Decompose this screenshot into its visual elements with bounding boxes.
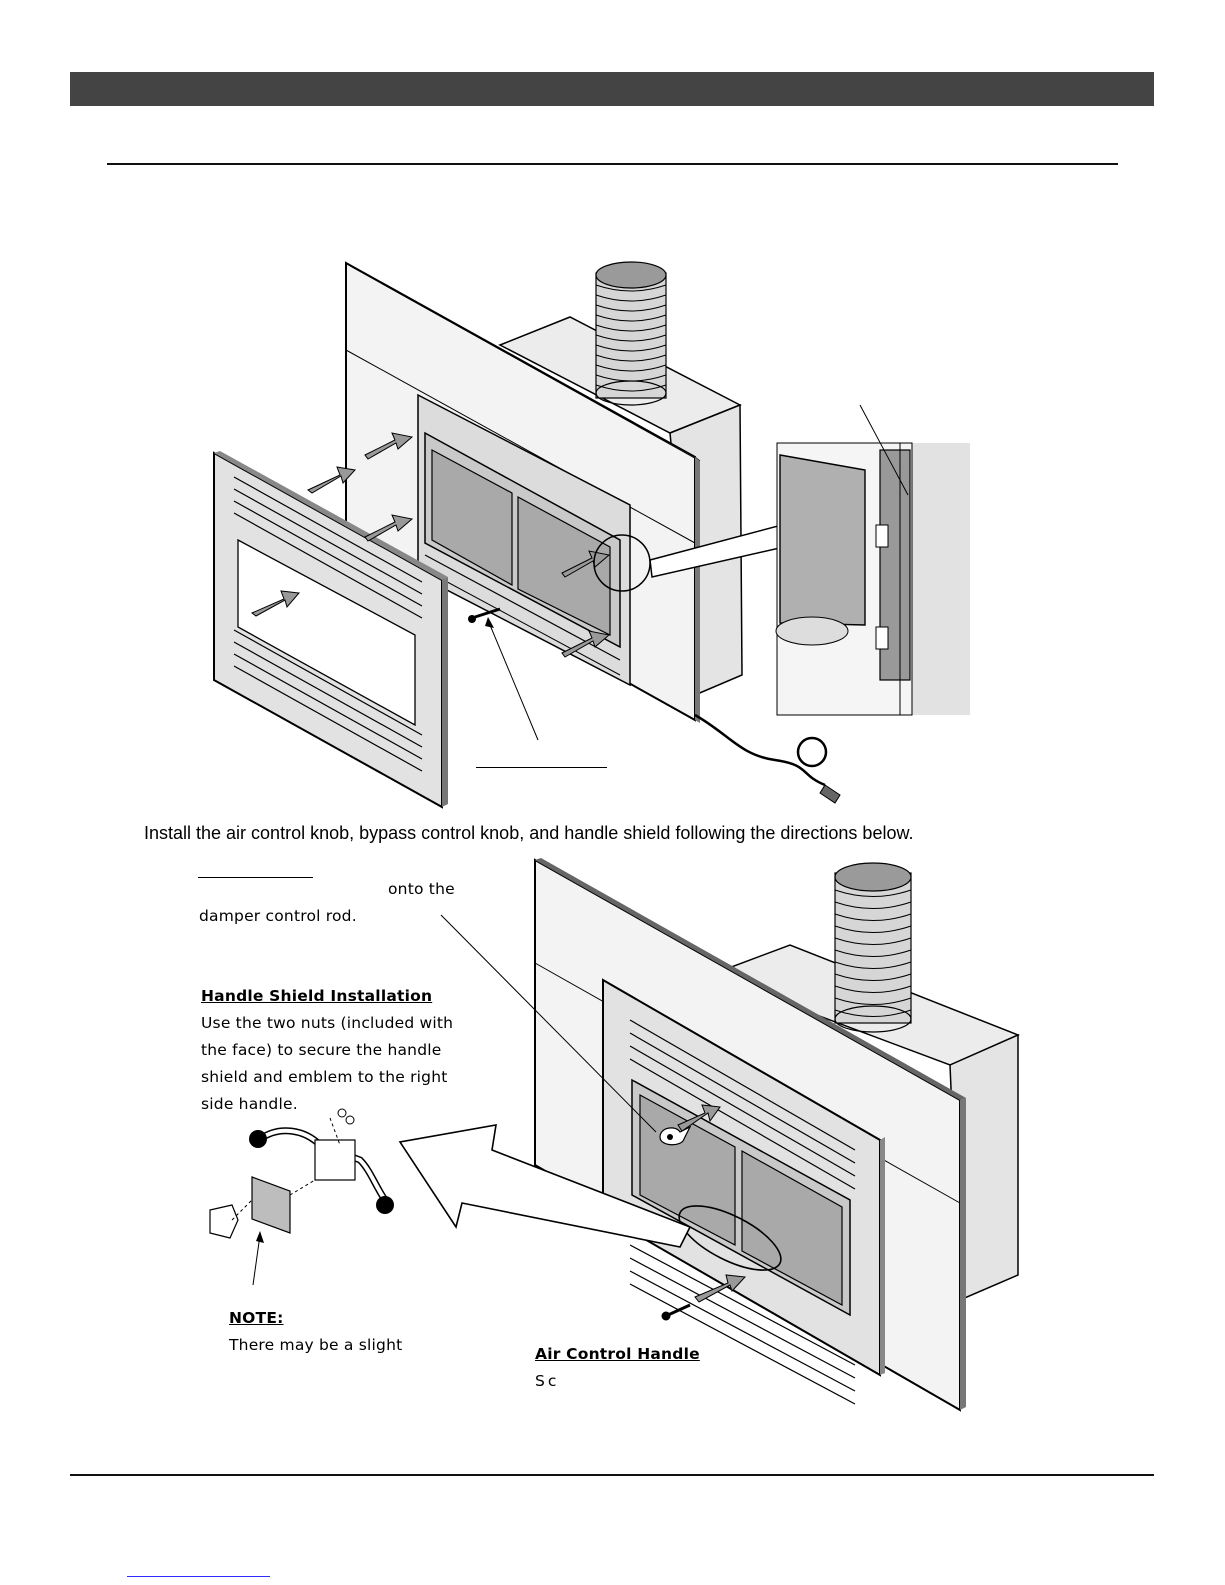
hinge-detail-inset xyxy=(775,442,970,716)
bypass-note-line2: damper control rod. xyxy=(199,907,357,925)
handle-shield-title: Handle Shield Installation xyxy=(201,987,433,1005)
arrow-icon xyxy=(251,432,611,658)
instruction-text: Install the air control knob, bypass con… xyxy=(144,823,914,843)
air-control-title: Air Control Handle xyxy=(535,1345,700,1363)
note-text: There may be a slight xyxy=(229,1336,403,1354)
screw-icon xyxy=(661,1303,691,1321)
handle-shield-note: Handle Shield Installation Use the two n… xyxy=(201,983,453,1118)
header-bar xyxy=(70,72,1154,106)
slight-gap-note: NOTE: There may be a slight xyxy=(229,1305,402,1359)
installed-face-diagram xyxy=(209,858,1020,1412)
handle-shield-line: side handle. xyxy=(201,1095,298,1113)
bypass-note-line1: onto the xyxy=(388,880,455,898)
screw-label-underline xyxy=(476,767,607,768)
screw-icon xyxy=(468,607,501,623)
flue-pipe xyxy=(595,261,667,406)
handle-shield-line: shield and emblem to the right xyxy=(201,1068,448,1086)
decorative-face xyxy=(213,451,448,809)
handle-shield-line: the face) to secure the handle xyxy=(201,1041,442,1059)
footer-link-underline xyxy=(127,1576,270,1577)
insert-face-installation-diagram xyxy=(213,261,970,809)
air-control-note: Air Control Handle Sc xyxy=(535,1341,700,1395)
section-rule xyxy=(107,163,1118,165)
handle-shield-assembly-icon xyxy=(209,1108,394,1286)
note-title: NOTE: xyxy=(229,1309,284,1327)
footer-rule xyxy=(70,1474,1154,1476)
flue-pipe xyxy=(834,862,912,1033)
handle-shield-line: Use the two nuts (included with xyxy=(201,1014,454,1032)
air-control-text: Sc xyxy=(535,1372,560,1390)
bypass-label-underline xyxy=(198,877,313,878)
bypass-knob-icon xyxy=(659,1125,692,1146)
